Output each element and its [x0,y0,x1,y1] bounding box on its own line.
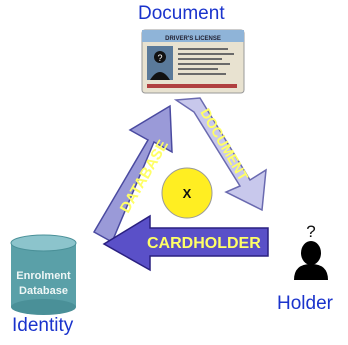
database-arrow [92,104,173,244]
card-heading: DRIVER'S LICENSE [165,36,221,42]
document-label: Document [138,3,225,24]
holder-question-mark: ? [306,222,315,241]
cylinder-line1: Enrolment [16,270,71,282]
holder-label: Holder [277,293,333,314]
center-circle [161,167,213,219]
cardholder-arrow-label: CARDHOLDER [147,235,261,252]
svg-text:?: ? [157,53,162,63]
document-arrow [173,97,267,212]
center-mark: X [183,186,192,201]
cardholder-arrow [102,214,269,272]
cylinder-line2: Database [19,285,68,297]
drivers-license-card: DRIVER'S LICENSE ? [141,29,245,94]
holder-silhouette-icon: ? [294,222,328,280]
enrolment-database-cylinder: Enrolment Database [10,234,77,315]
identity-label: Identity [12,315,74,336]
